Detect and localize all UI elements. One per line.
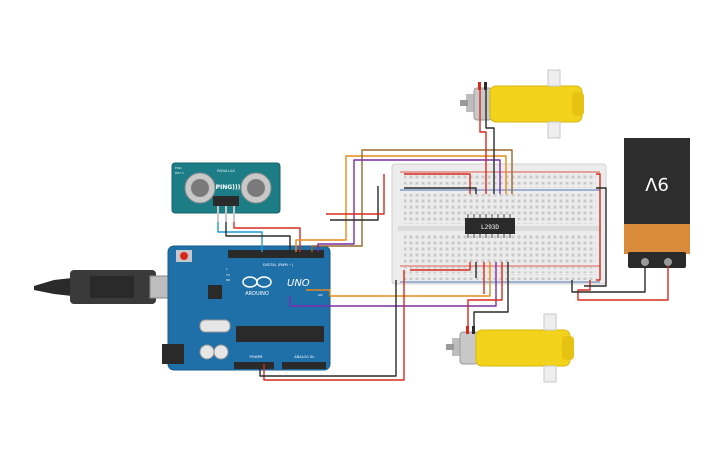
motor-bottom-axle-down — [543, 365, 557, 383]
wire-5v-to-rail — [263, 270, 405, 381]
motor-bottom-shaft — [446, 344, 454, 350]
wire-rail-right-red — [596, 173, 601, 281]
rail-bottom-holes-1 — [404, 267, 596, 273]
wire-sensor-vcc — [217, 222, 263, 252]
motor-top-terminal-b — [484, 82, 487, 90]
sensor-corner-top: PIN1 — [175, 166, 182, 170]
arduino-model: UNO — [287, 278, 310, 289]
sensor-brand: PARALLAX — [217, 169, 235, 173]
wire-battery-pos — [577, 266, 669, 301]
wire-orange-1 — [295, 155, 507, 252]
motor-top-gearbox — [489, 85, 583, 123]
motor-bottom-gearbox — [475, 329, 571, 367]
motor-top-end — [572, 92, 584, 116]
battery-connector — [628, 252, 686, 268]
sensor-transducer-right-inner — [247, 179, 265, 197]
reset-button[interactable] — [180, 252, 188, 260]
motor-top — [460, 69, 584, 139]
analog-label: ANALOG IN — [294, 355, 314, 359]
arduino-uno: ARDUINO UNO DIGITAL (PWM ~) POWER ANALOG… — [34, 245, 331, 371]
wire-rail-chip-bottom-red — [410, 262, 471, 271]
crystal — [199, 319, 231, 333]
battery-9v: 9V — [624, 138, 690, 268]
usb-cable-grip — [90, 276, 134, 298]
sensor-corner-bottom: REV C — [175, 171, 184, 175]
power-label: POWER — [250, 355, 264, 359]
power-jack — [162, 344, 184, 364]
wire-sensor-sig — [225, 222, 291, 252]
chip-label: L293D — [481, 224, 499, 231]
tx-label: TX — [225, 273, 230, 277]
wire-motor-bottom-b — [473, 262, 509, 326]
ultrasonic-sensor: PARALLAX PING))) PIN1 REV C — [171, 162, 281, 222]
chip-pins — [467, 214, 511, 238]
power-header — [234, 362, 274, 369]
on-label: ON — [318, 293, 323, 297]
arduino-board — [167, 245, 331, 371]
rail-bottom-holes-2 — [404, 274, 596, 280]
motor-bottom-shaft-mount — [452, 338, 462, 356]
digital-label: DIGITAL (PWM ~) — [263, 263, 294, 267]
battery-terminal-neg — [641, 258, 649, 266]
wires — [217, 90, 669, 381]
battery-top-half — [624, 138, 690, 224]
wire-5v-top — [326, 174, 385, 215]
chip-body — [465, 218, 515, 234]
wire-brown-1 — [311, 149, 513, 252]
wire-purple-2 — [289, 262, 497, 307]
motor-bottom-terminal-b — [472, 326, 475, 334]
motor-top-shaft — [460, 100, 468, 106]
wire-rail-chip-top-black — [404, 187, 477, 194]
wire-battery-neg — [571, 266, 646, 293]
battery-label: 9V — [644, 173, 668, 194]
sensor-model: PING))) — [216, 184, 241, 191]
wire-gnd-to-rail — [259, 280, 397, 377]
motor-top-terminal-a — [478, 82, 481, 90]
motor-top-axle-down — [547, 121, 561, 139]
capacitor-2 — [213, 344, 229, 360]
arduino-logo-right — [256, 276, 272, 288]
motor-bottom-terminal-a — [466, 326, 469, 334]
atmega-chip — [236, 326, 324, 342]
analog-header — [282, 362, 326, 369]
wire-motor-bottom-a — [467, 262, 503, 326]
motor-bottom-end — [562, 336, 574, 360]
motor-bottom-can — [459, 331, 479, 365]
sensor-header — [213, 196, 239, 206]
motor-top-shaft-mount — [466, 94, 476, 112]
digital-header — [228, 250, 324, 258]
motor-bottom — [446, 313, 574, 383]
motor-top-can — [473, 87, 493, 121]
capacitor-1 — [199, 344, 215, 360]
wire-rail-right-black — [584, 187, 607, 287]
arduino-logo-text: ARDUINO — [245, 291, 269, 297]
l-label: L — [226, 267, 228, 271]
sensor-transducer-left-inner — [191, 179, 209, 197]
wire-gnd-top — [330, 186, 379, 221]
wire-orange-2 — [306, 262, 491, 297]
usb-plug-tip — [34, 278, 72, 296]
wire-motor-top-b — [485, 90, 495, 194]
sensor-pins — [217, 206, 235, 222]
battery-terminal-pos — [664, 258, 672, 266]
motor-bottom-axle-up — [543, 313, 557, 331]
rx-label: RX — [226, 278, 230, 282]
usb-chip — [208, 285, 222, 299]
wire-purple-1 — [317, 159, 501, 252]
driver-chip: L293D — [465, 214, 515, 238]
battery-bottom-half — [624, 224, 690, 254]
terminal-bottom-holes — [404, 233, 596, 263]
wire-motor-top-a — [479, 90, 487, 194]
motor-top-axle-up — [547, 69, 561, 87]
